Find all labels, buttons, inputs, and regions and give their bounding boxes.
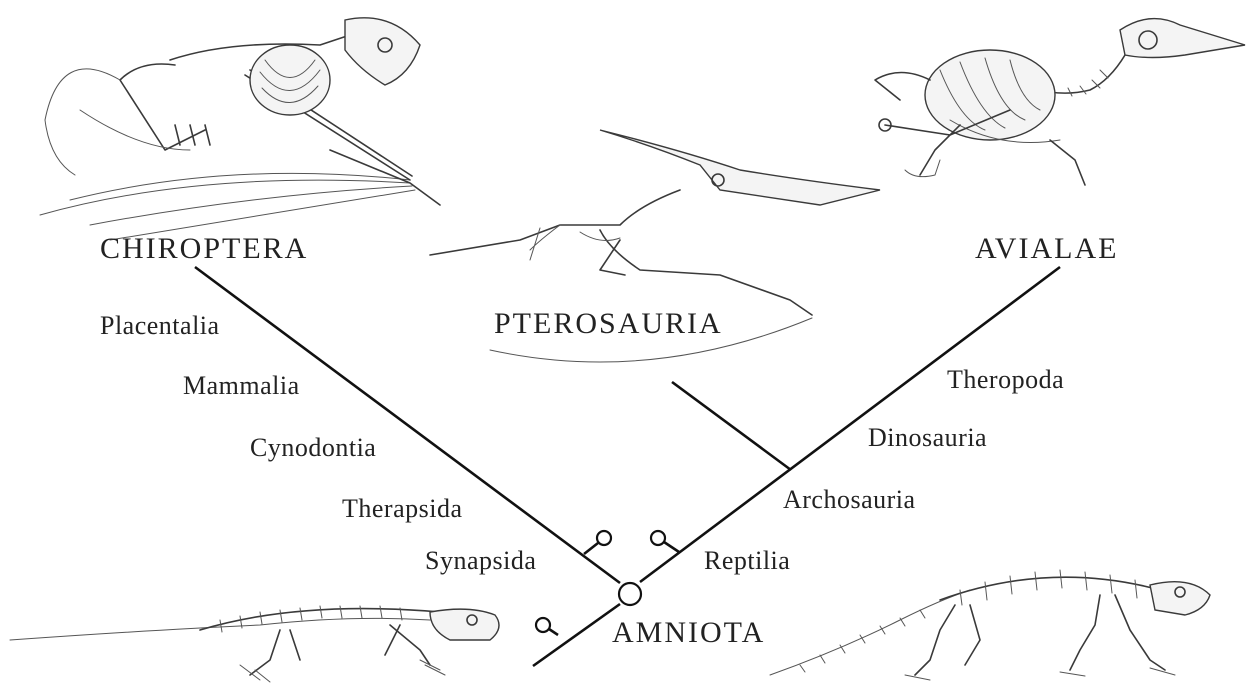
- dinosauria-label: Dinosauria: [868, 423, 987, 452]
- synapsida-node-stem: [584, 543, 598, 554]
- bat-skeleton-illustration: [40, 18, 440, 240]
- placentalia-label: Placentalia: [100, 311, 220, 340]
- cynodontia-label: Cynodontia: [250, 433, 376, 462]
- chiroptera-label: CHIROPTERA: [100, 232, 308, 265]
- pterosauria-label: PTEROSAURIA: [494, 307, 723, 340]
- amniota-side-node: [536, 618, 550, 632]
- reptilia-label: Reptilia: [704, 546, 790, 575]
- mammalia-label: Mammalia: [183, 371, 300, 400]
- synapsida-node: [597, 531, 611, 545]
- early-reptile-skeleton-illustration: [770, 570, 1210, 680]
- amniota-root-node: [619, 583, 641, 605]
- bird-skeleton-illustration: [875, 19, 1245, 185]
- avialae-label: AVIALAE: [975, 232, 1118, 265]
- pterosauria-branch: [672, 382, 791, 470]
- reptilia-node: [651, 531, 665, 545]
- archosauria-label: Archosauria: [783, 485, 916, 514]
- amniota-node-stem: [549, 629, 558, 635]
- synapsida-label: Synapsida: [425, 546, 536, 575]
- early-synapsid-skeleton-illustration: [10, 606, 499, 682]
- amniota-stem-branch: [533, 604, 620, 666]
- theropoda-label: Theropoda: [947, 365, 1064, 394]
- reptilia-node-stem: [664, 542, 679, 552]
- therapsida-label: Therapsida: [342, 494, 463, 523]
- amniota-label: AMNIOTA: [612, 616, 765, 649]
